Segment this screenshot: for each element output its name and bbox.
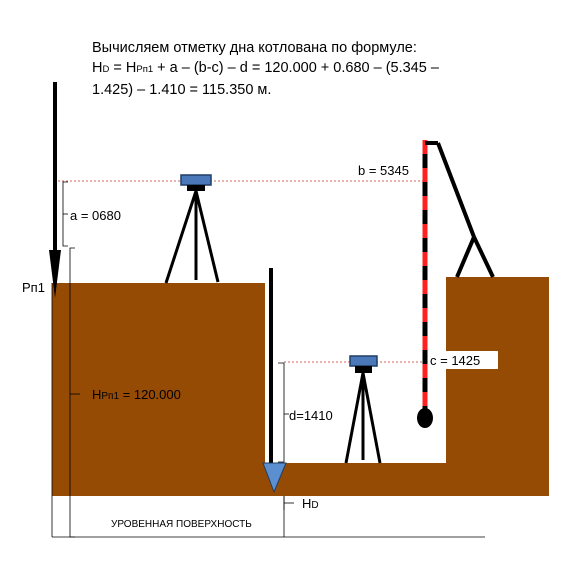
formula-sub-d: D [102,64,110,75]
soil-pit-bottom [284,463,446,496]
level-instrument-lower [344,355,382,464]
level-instrument-upper [164,174,220,284]
benchmark-arrow [49,250,61,298]
label-a: a = 0680 [70,208,121,223]
title-line-2: HD = HРп1 + a – (b-c) – d = 120.000 + 0.… [92,58,522,80]
label-rp1: Рп1 [22,280,45,295]
formula-h: H [92,60,103,76]
title-line-1: Вычисляем отметку дна котлована по форму… [92,40,417,56]
pit-staff-arrow [262,462,287,494]
formula-rest: + a – (b-c) – d = 120.000 + 0.680 – (5.3… [153,60,439,76]
label-hd: HD [302,496,319,511]
label-h-rp-sub: Рп1 [101,391,119,402]
label-b: b = 5345 [358,163,409,178]
label-hd-h: H [302,496,311,511]
bracket-d [278,362,285,463]
label-hd-sub: D [311,500,318,511]
label-reference-surface: УРОВЕННАЯ ПОВЕРХНОСТЬ [111,519,252,530]
formula-sub-rp: Рп1 [136,64,154,75]
label-h-rp-h: H [92,387,101,402]
striped-leveling-rod [417,140,433,428]
label-c-bg [428,351,498,369]
formula-eq: = H [109,60,137,76]
soil-left [52,283,548,496]
soil-right [446,277,549,496]
label-d: d=1410 [289,408,333,423]
rod-support [425,141,495,278]
page-title: Вычисляем отметку дна котлована по форму… [92,38,522,100]
bracket-h-rp [69,247,75,538]
title-line-3: 1.425) – 1.410 = 115.350 м. [92,82,272,98]
label-h-rp-value: = 120.000 [119,387,181,402]
label-h-rp: HРп1 = 120.000 [92,387,181,402]
label-c: c = 1425 [430,353,480,368]
